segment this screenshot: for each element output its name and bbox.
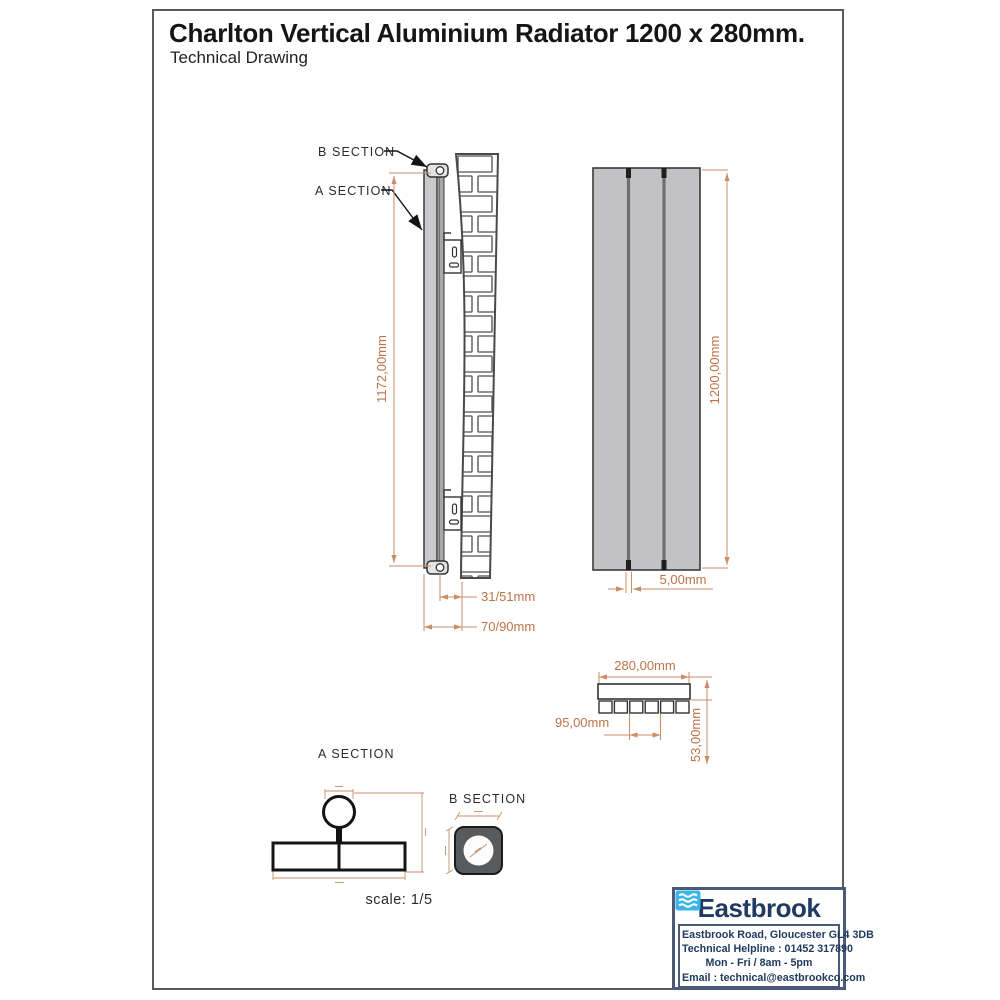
dim-70-90-text: 70/90mm bbox=[481, 619, 535, 634]
drawing-subtitle: Technical Drawing bbox=[170, 48, 308, 67]
front-dim-height bbox=[702, 169, 730, 569]
section-b-mini-dims bbox=[445, 811, 503, 875]
front-view: 1200,00mm 5,00mm bbox=[592, 167, 730, 593]
drawing-title: Charlton Vertical Aluminium Radiator 120… bbox=[169, 18, 805, 48]
side-dim-height-text: 1172,00mm bbox=[374, 335, 389, 403]
section-a-profile bbox=[271, 795, 407, 872]
section-a-detail: A SECTION bbox=[271, 747, 432, 908]
front-dim-gap-text: 5,00mm bbox=[660, 572, 707, 587]
brand-email: Email : technical@eastbrookco.com bbox=[682, 971, 866, 984]
wall-bricks bbox=[454, 153, 500, 579]
top-dim-centres bbox=[604, 714, 661, 740]
top-dim-depth-text: 53,00mm bbox=[688, 708, 703, 762]
brand-waves-icon bbox=[675, 890, 701, 911]
b-section-leader-line bbox=[384, 150, 428, 168]
side-view: B SECTION A SECTION 1172,00mm 31/51mm bbox=[315, 145, 535, 634]
top-dim-width-text: 280,00mm bbox=[614, 658, 675, 673]
wall-bracket-bottom bbox=[443, 489, 462, 531]
wall-bracket-top bbox=[443, 232, 462, 274]
top-view-body bbox=[597, 683, 691, 714]
brand-hours: Mon - Fri / 8am - 5pm bbox=[705, 957, 813, 970]
top-view: 280,00mm 95,00mm bbox=[555, 658, 712, 764]
brand-name: Eastbrook bbox=[697, 893, 821, 923]
section-b-profile bbox=[454, 826, 503, 875]
radiator-side-profile bbox=[423, 163, 449, 575]
brand-helpline: Technical Helpline : 01452 317890 bbox=[682, 943, 853, 956]
footer-brand-box: Eastbrook Eastbrook Road, Gloucester GL4… bbox=[672, 887, 874, 990]
front-panels bbox=[592, 167, 701, 571]
top-dim-centres-text: 95,00mm bbox=[555, 715, 609, 730]
top-dim-width bbox=[598, 672, 712, 684]
brand-address: Eastbrook Road, Gloucester GL4 3DB bbox=[682, 929, 874, 941]
a-section-label: A SECTION bbox=[315, 184, 392, 198]
section-a-scale-note: scale: 1/5 bbox=[365, 892, 432, 908]
section-b-label: B SECTION bbox=[449, 792, 526, 806]
front-dim-height-text: 1200,00mm bbox=[707, 336, 722, 405]
front-dim-gap bbox=[608, 572, 713, 593]
top-dim-depth bbox=[691, 680, 712, 764]
brand-logo-row: Eastbrook bbox=[675, 890, 840, 924]
dim-31-51 bbox=[423, 574, 477, 631]
side-dim-height bbox=[389, 172, 431, 567]
section-a-label: A SECTION bbox=[318, 747, 395, 761]
brand-contact-panel: Eastbrook Road, Gloucester GL4 3DB Techn… bbox=[678, 924, 874, 988]
section-b-detail: B SECTION bbox=[445, 792, 526, 875]
b-section-label: B SECTION bbox=[318, 145, 395, 159]
dim-31-51-text: 31/51mm bbox=[481, 589, 535, 604]
